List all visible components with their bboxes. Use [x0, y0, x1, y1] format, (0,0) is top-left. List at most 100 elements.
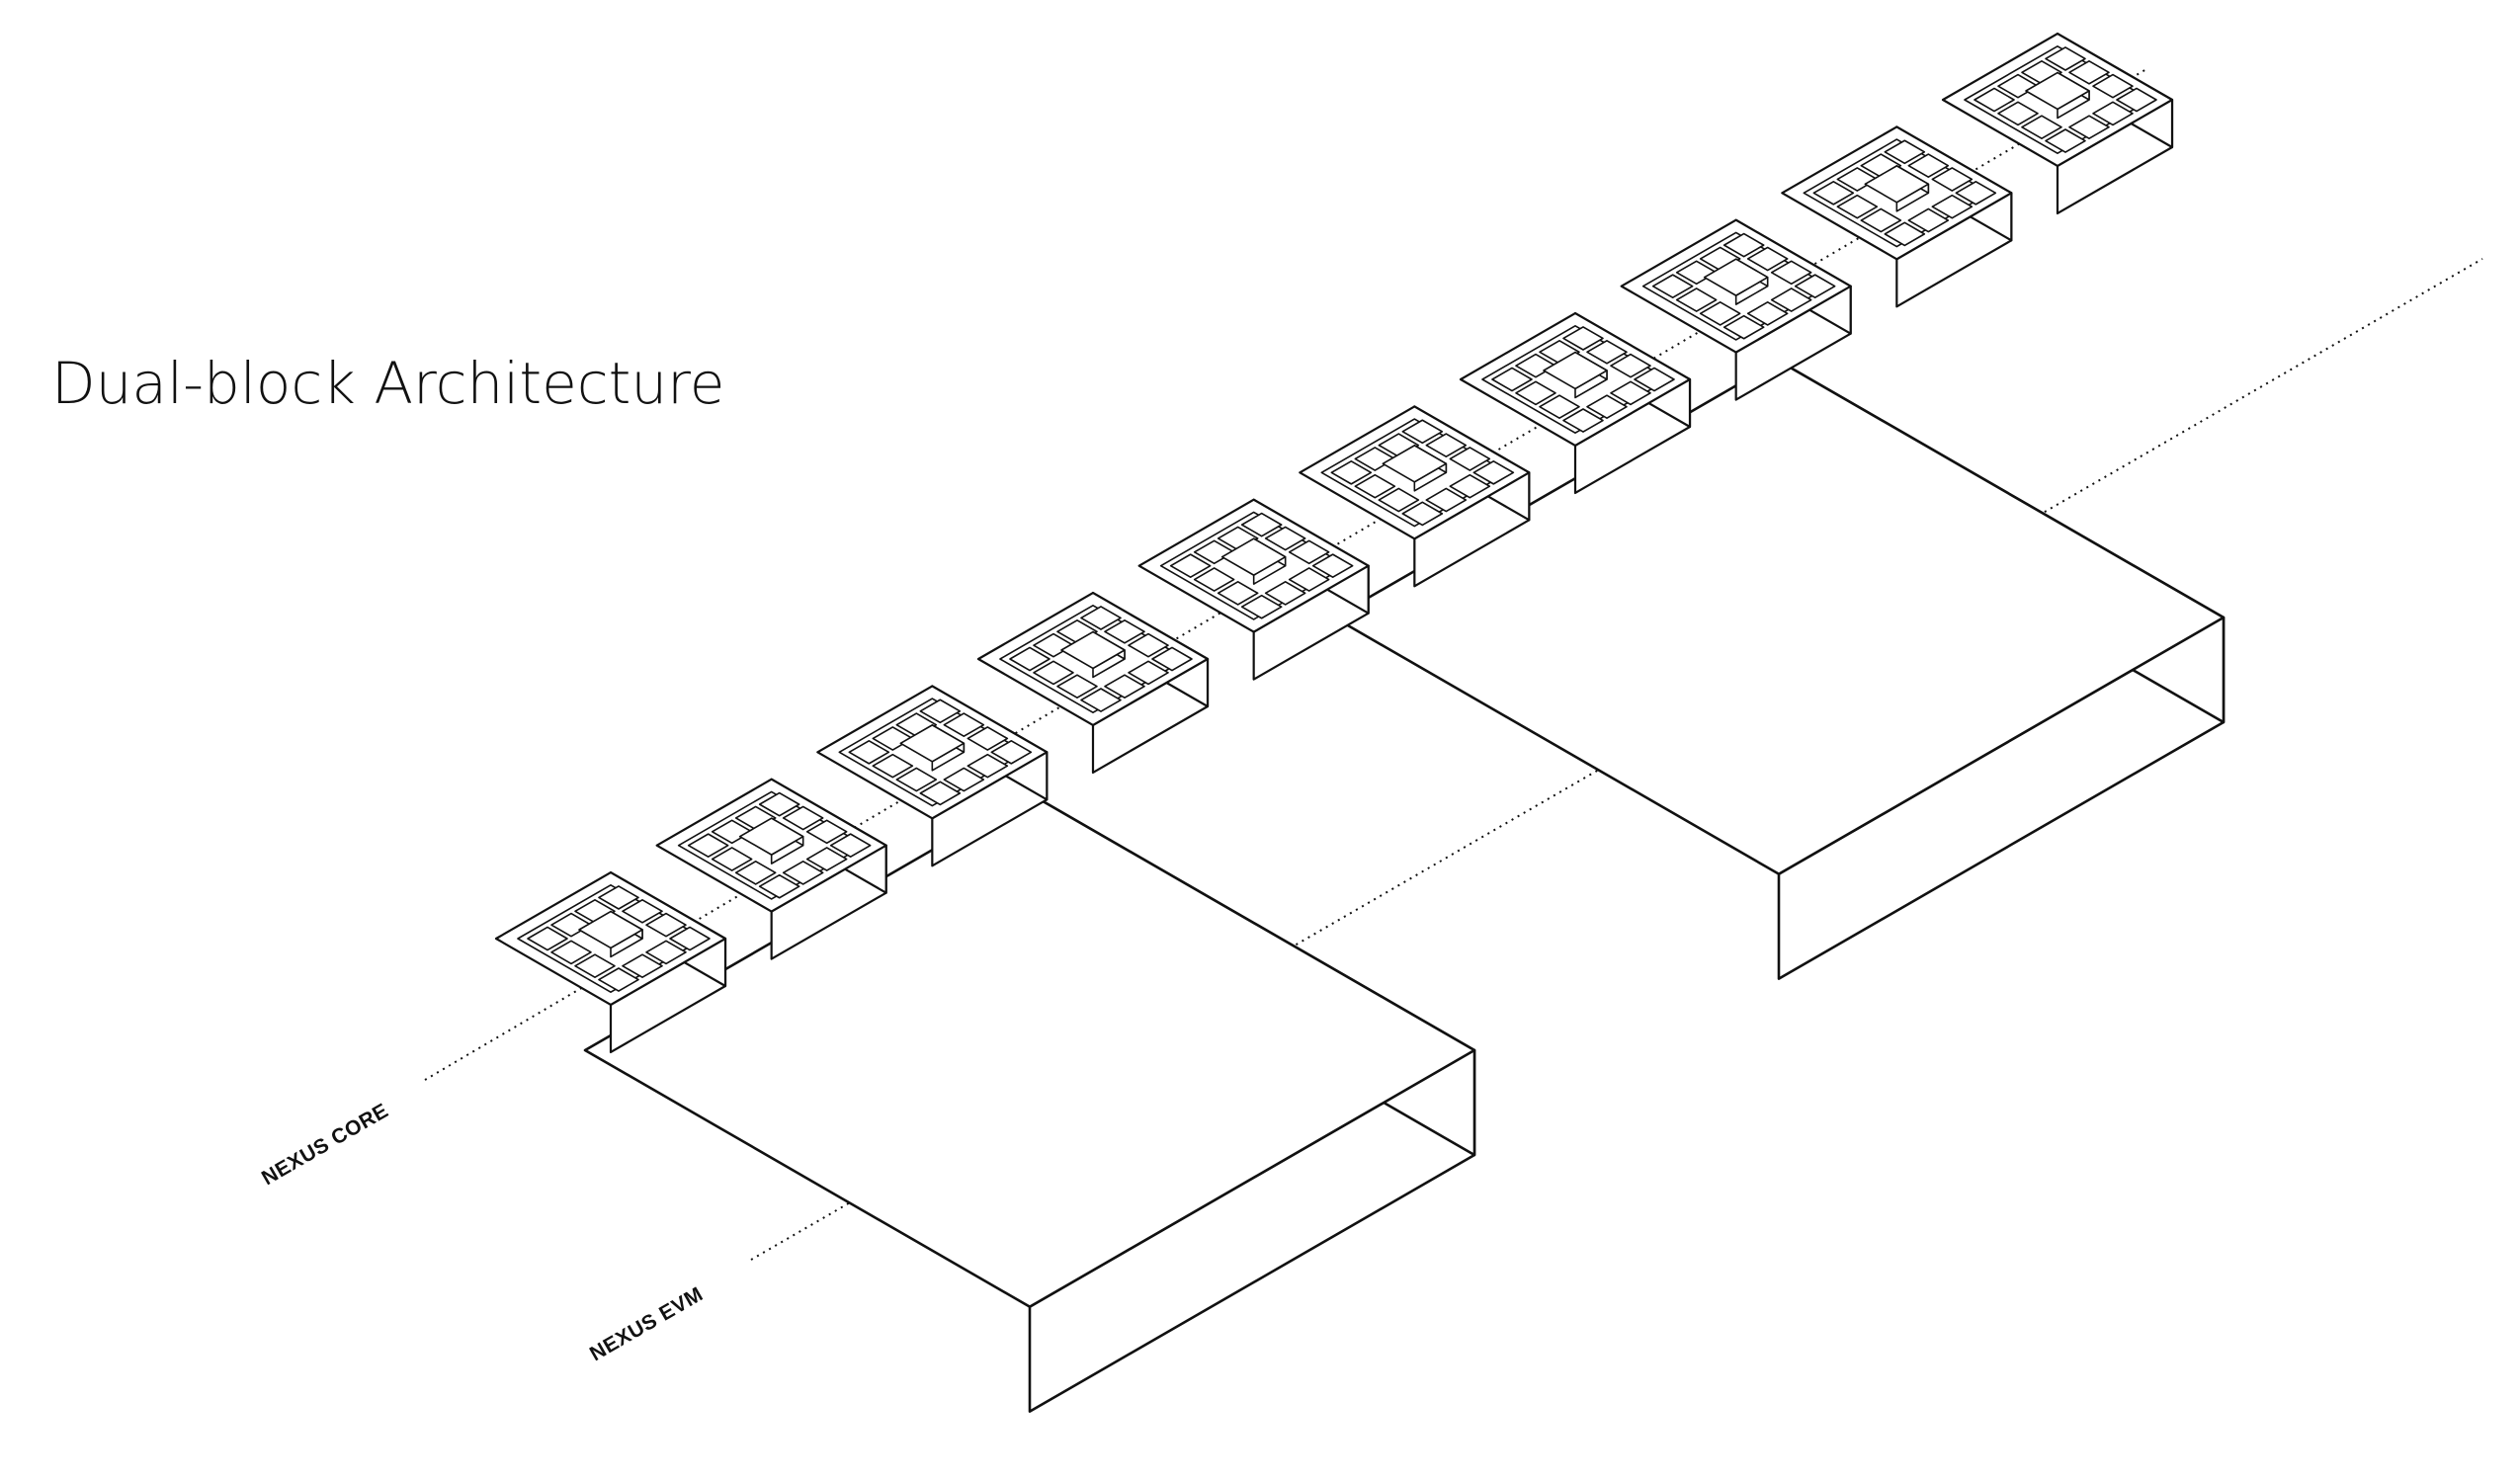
core-block-3-cell	[919, 781, 962, 806]
core-block-3-cell	[943, 712, 985, 737]
core-block-8-cell	[1699, 301, 1741, 326]
core-block-10-cell	[2116, 87, 2157, 113]
core-block-9-cell	[1836, 194, 1879, 219]
core-block-6-cell	[1354, 473, 1396, 499]
core-block-1-cell	[645, 940, 687, 965]
core-block-4-cell	[1104, 618, 1145, 644]
core-block-5-cell	[1240, 512, 1283, 537]
evm-lane-label: NEXUS EVM	[586, 1282, 708, 1365]
core-block-2	[655, 778, 887, 960]
core-block-9-cell	[1931, 194, 1974, 219]
core-block-3-cell	[895, 767, 938, 792]
core-block-3-cell	[943, 767, 985, 792]
core-block-2-cell	[711, 847, 753, 871]
core-block-3	[816, 685, 1049, 867]
core-block-10-cell	[2092, 73, 2134, 99]
core-block-8-cell	[1722, 232, 1765, 258]
core-block-10-cell	[2092, 101, 2134, 126]
core-block-10-cell	[2021, 115, 2062, 140]
core-block-3-cell	[919, 699, 962, 724]
core-block-7-cell	[1539, 394, 1580, 420]
core-block-4-cell	[1080, 688, 1122, 712]
core-block-1-cell	[574, 953, 616, 979]
core-block-9-cell	[1884, 139, 1926, 165]
core-block-6-cell	[1425, 487, 1468, 513]
core-block-4-cell	[1128, 660, 1169, 686]
core-lane-label: NEXUS CORE	[258, 1099, 392, 1190]
core-block-3-cell	[872, 753, 914, 779]
core-block-3-cell	[966, 726, 1009, 751]
core-block-1-cell	[550, 940, 592, 965]
core-block-8	[1620, 218, 1852, 401]
core-block-7-cell	[1491, 367, 1533, 392]
core-block-6-cell	[1449, 447, 1491, 471]
core-block-1-cell	[598, 885, 639, 910]
core-block-5	[1137, 498, 1370, 681]
core-block-7-cell	[1562, 408, 1604, 433]
core-block-6	[1299, 405, 1531, 588]
core-block-7-cell	[1634, 367, 1675, 392]
core-block-2-cell	[758, 873, 800, 899]
core-block-8-core-top	[1703, 258, 1769, 296]
core-lane-line	[424, 68, 2147, 1081]
core-block-2-cell	[782, 861, 824, 885]
core-block-1-cell	[622, 953, 663, 979]
core-block-6-cell	[1378, 487, 1420, 513]
core-block-9-cell	[1884, 221, 1926, 247]
core-block-4	[976, 591, 1210, 775]
core-block-9	[1781, 125, 2013, 308]
core-block-10-cell	[1974, 87, 2015, 113]
core-block-5-cell	[1169, 553, 1212, 579]
core-block-5-cell	[1311, 553, 1354, 579]
core-block-7-cell	[1586, 394, 1628, 420]
core-block-7-core-top	[1543, 351, 1608, 390]
core-block-6-cell	[1401, 419, 1444, 445]
core-block-5-cell	[1217, 581, 1259, 606]
evm-block-2	[1332, 360, 2226, 980]
core-block-2-cell	[829, 833, 872, 859]
core-block-4-cell	[1128, 632, 1169, 658]
core-block-4-cell	[1009, 646, 1050, 672]
core-block-9-cell	[1860, 153, 1902, 178]
core-block-3-cell	[990, 739, 1033, 765]
core-block-8-cell	[1651, 274, 1694, 299]
core-block-1	[494, 870, 727, 1054]
core-block-9-cell	[1812, 180, 1855, 206]
core-block-4-cell	[1104, 674, 1145, 700]
core-block-5-cell	[1193, 567, 1235, 592]
core-block-5-cell	[1288, 539, 1330, 565]
core-block-4-cell	[1151, 646, 1193, 672]
core-block-7-cell	[1586, 339, 1628, 365]
core-blocks	[494, 32, 2174, 1054]
core-block-8-cell	[1770, 260, 1812, 286]
core-block-10-cell	[2068, 59, 2110, 85]
core-block-8-cell	[1770, 288, 1812, 312]
core-block-2-cell	[782, 805, 824, 831]
core-block-7-cell	[1610, 380, 1651, 406]
core-block-6-cell	[1330, 459, 1373, 485]
core-block-7-cell	[1610, 353, 1651, 378]
core-block-9-core-top	[1864, 165, 1930, 204]
core-block-9-cell	[1955, 180, 1997, 206]
core-block-7	[1459, 311, 1692, 495]
core-block-1-cell	[669, 926, 711, 951]
core-block-10-cell	[1997, 101, 2039, 126]
core-block-2-cell	[758, 791, 800, 817]
core-block-5-cell	[1264, 526, 1306, 551]
core-block-9-cell	[1907, 207, 1950, 233]
core-block-4-cell	[1080, 606, 1122, 630]
core-block-8-cell	[1746, 246, 1789, 272]
core-block-5-cell	[1288, 567, 1330, 592]
core-block-7-cell	[1562, 326, 1604, 351]
core-block-8-cell	[1675, 288, 1718, 312]
core-block-10-core-top	[2025, 71, 2090, 111]
core-block-5-cell	[1240, 594, 1283, 619]
core-block-6-cell	[1449, 473, 1491, 499]
core-block-3-core-top	[899, 724, 966, 763]
core-block-9-cell	[1931, 167, 1974, 192]
core-block-4-cell	[1033, 660, 1074, 686]
core-block-1-cell	[645, 912, 687, 938]
core-block-6-core-top	[1382, 445, 1448, 483]
core-block-2-cell	[734, 861, 777, 885]
